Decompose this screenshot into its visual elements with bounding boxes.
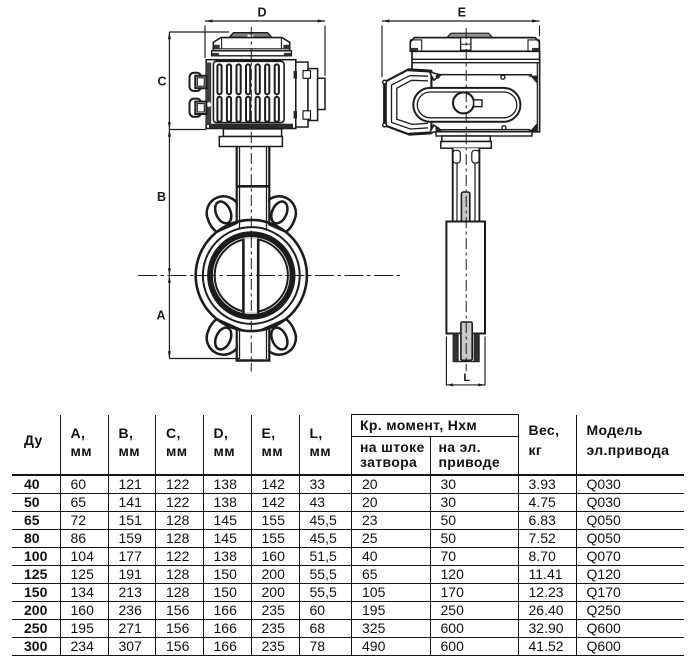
svg-text:B: B — [157, 190, 166, 204]
svg-text:E: E — [458, 6, 466, 20]
svg-text:C: C — [157, 75, 166, 89]
svg-text:A: A — [156, 309, 165, 323]
svg-text:L: L — [463, 372, 470, 384]
svg-text:D: D — [257, 6, 266, 20]
